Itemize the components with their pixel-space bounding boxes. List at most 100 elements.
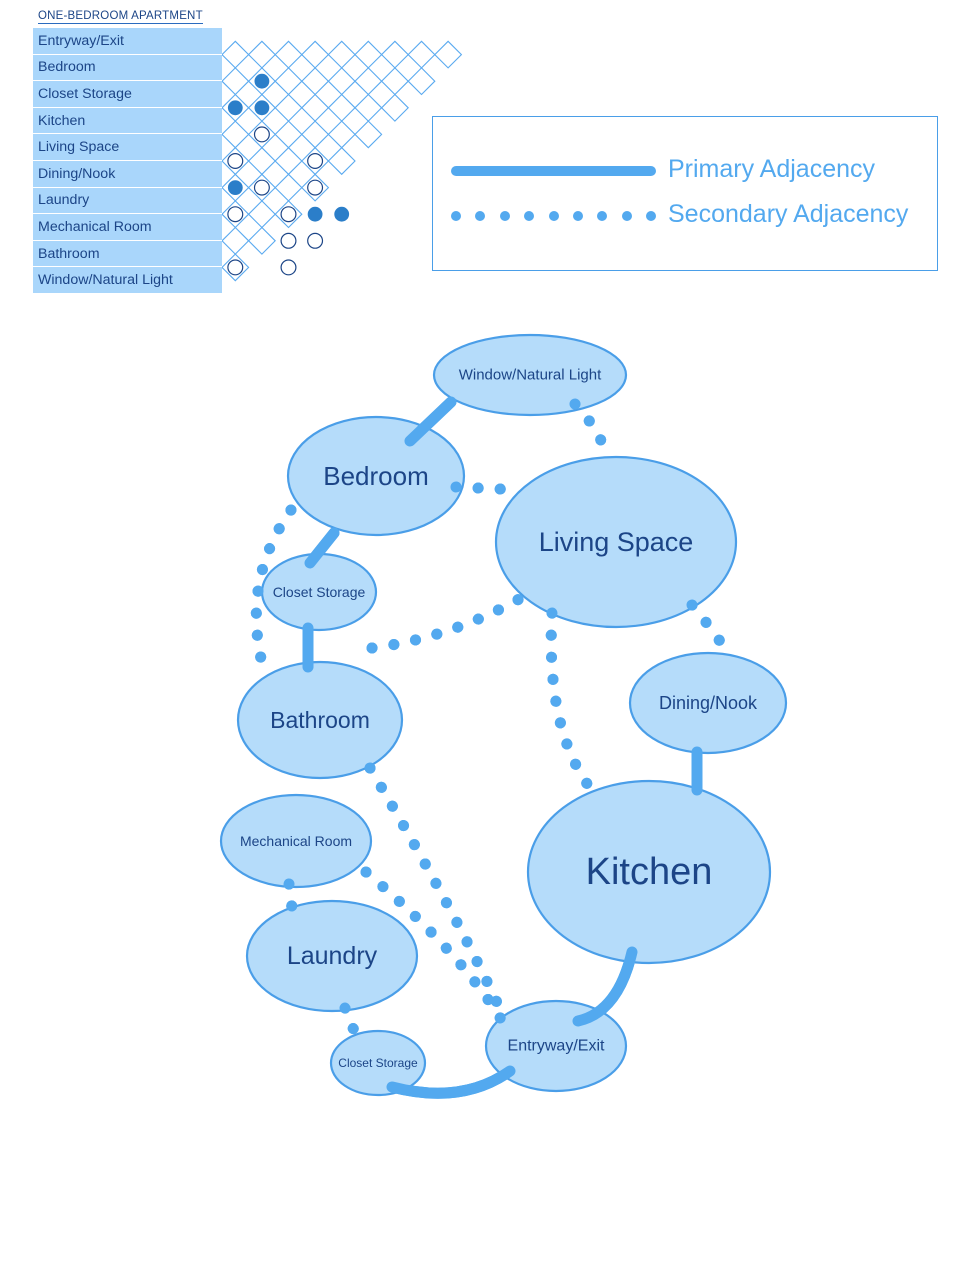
bubble-window[interactable]: Window/Natural Light xyxy=(432,333,628,417)
matrix-dot-open[interactable] xyxy=(280,259,297,276)
bubble-bedroom[interactable]: Bedroom xyxy=(286,415,466,537)
matrix-row-1[interactable]: Bedroom xyxy=(33,54,222,82)
link-overlay-primary-bedroom-closet1 xyxy=(304,527,340,569)
matrix-row-label: Kitchen xyxy=(38,112,86,129)
bubble-shape xyxy=(526,779,772,965)
link-overlay-secondary-living-dining xyxy=(686,599,736,663)
matrix-row-3[interactable]: Kitchen xyxy=(33,107,222,135)
bubble-kitchen[interactable]: Kitchen xyxy=(526,779,772,965)
matrix-row-label: Laundry xyxy=(38,192,90,209)
matrix-cell-4-4[interactable] xyxy=(327,146,356,176)
link-overlay-secondary-mech-laundry xyxy=(283,878,299,922)
link-overlay-secondary-laundry-closet2 xyxy=(339,1002,363,1044)
matrix-row-label: Closet Storage xyxy=(38,85,132,102)
link-overlay-primary-bedroom-window xyxy=(404,396,457,447)
legend-dot xyxy=(572,210,583,221)
legend-item-secondary: Secondary Adjacency xyxy=(451,200,908,229)
matrix-dot-open[interactable] xyxy=(253,179,270,196)
bubble-mech[interactable]: Mechanical Room xyxy=(219,793,373,889)
matrix-cell-3-5[interactable] xyxy=(354,120,383,149)
link-secondary-window-living[interactable] xyxy=(569,398,614,465)
matrix-dot-open[interactable] xyxy=(280,232,297,249)
legend-dot xyxy=(451,210,461,221)
bubble-closet2[interactable]: Closet Storage xyxy=(329,1029,427,1097)
link-secondary-bedroom-living[interactable] xyxy=(450,481,527,496)
legend-dot xyxy=(499,210,510,221)
link-secondary-living-dining[interactable] xyxy=(686,599,736,663)
legend: Primary Adjacency Secondary Adjacency xyxy=(432,116,938,271)
bubble-label: Dining/Nook xyxy=(659,693,758,713)
matrix-row-label: Window/Natural Light xyxy=(38,272,173,289)
matrix-row-0[interactable]: Entryway/Exit xyxy=(33,28,222,55)
link-overlay-secondary-closet1-living xyxy=(366,592,527,654)
legend-dot xyxy=(597,210,608,221)
bubble-label: Bathroom xyxy=(270,707,370,733)
bubble-label: Kitchen xyxy=(586,851,713,893)
matrix-dot-open[interactable] xyxy=(307,179,324,196)
legend-dot xyxy=(524,210,535,221)
matrix-cell-1-7[interactable] xyxy=(407,67,436,96)
legend-dot xyxy=(475,210,486,221)
link-overlay-secondary-window-living xyxy=(569,398,614,465)
bubble-laundry[interactable]: Laundry xyxy=(245,899,419,1013)
link-overlay-secondary-living-kitchen xyxy=(545,607,606,806)
matrix-dot-open[interactable] xyxy=(253,126,270,143)
bubble-shape xyxy=(432,333,628,417)
bubble-bathroom[interactable]: Bathroom xyxy=(236,660,404,780)
link-overlay-secondary-bedroom-living xyxy=(450,481,527,496)
bubble-label: Mechanical Room xyxy=(240,833,352,849)
matrix-dot-open[interactable] xyxy=(227,206,244,223)
bubble-closet1[interactable]: Closet Storage xyxy=(260,552,378,632)
matrix-cell-7-1[interactable] xyxy=(247,226,276,255)
matrix-row-9[interactable]: Window/Natural Light xyxy=(33,267,222,294)
matrix-dot-open[interactable] xyxy=(227,259,244,276)
bubble-entry[interactable]: Entryway/Exit xyxy=(484,999,628,1093)
matrix-row-7[interactable]: Mechanical Room xyxy=(33,214,222,241)
matrix-cell-2-6[interactable] xyxy=(380,93,409,122)
matrix-dot-filled[interactable] xyxy=(254,73,270,89)
matrix-row-2[interactable]: Closet Storage xyxy=(33,81,222,108)
bubble-shape xyxy=(219,793,373,889)
bubble-shape xyxy=(494,455,738,629)
link-secondary-living-kitchen[interactable] xyxy=(545,607,606,806)
legend-dot xyxy=(548,210,559,221)
bubble-living[interactable]: Living Space xyxy=(494,455,738,629)
matrix-dot-open[interactable] xyxy=(307,153,324,170)
legend-label-primary: Primary Adjacency xyxy=(668,155,876,183)
matrix-row-label: Bathroom xyxy=(38,245,100,262)
matrix-cell-0-8[interactable] xyxy=(434,40,463,69)
matrix-row-label: Bedroom xyxy=(38,59,96,76)
matrix-row-label: Dining/Nook xyxy=(38,165,116,182)
matrix-row-6[interactable]: Laundry xyxy=(33,187,222,215)
link-overlay-primary-kitchen-entry xyxy=(572,946,638,1027)
matrix-dot-open[interactable] xyxy=(280,206,297,223)
primary-line-sample xyxy=(451,158,656,182)
bubble-label: Closet Storage xyxy=(273,584,366,600)
matrix-dot-open[interactable] xyxy=(307,232,324,249)
matrix-row-label: Living Space xyxy=(38,139,120,156)
bubble-shape xyxy=(286,415,466,537)
bubble-dining[interactable]: Dining/Nook xyxy=(628,651,788,755)
link-overlay-secondary-mech-entry xyxy=(360,866,516,1041)
matrix-dot-filled[interactable] xyxy=(334,206,350,222)
link-overlay-primary-closet2-entry xyxy=(386,1065,516,1099)
matrix-row-label: Entryway/Exit xyxy=(38,32,124,49)
matrix-row-8[interactable]: Bathroom xyxy=(33,240,222,268)
matrix-row-4[interactable]: Living Space xyxy=(33,134,222,161)
matrix-dot-filled[interactable] xyxy=(227,180,243,196)
matrix-dot-filled[interactable] xyxy=(307,206,323,222)
legend-item-primary: Primary Adjacency xyxy=(451,155,875,184)
bubble-shape xyxy=(329,1029,427,1097)
matrix-grid xyxy=(221,40,463,282)
bubble-label: Closet Storage xyxy=(338,1056,418,1070)
matrix-dot-filled[interactable] xyxy=(227,100,243,116)
bubble-label: Laundry xyxy=(287,942,378,970)
matrix-dot-filled[interactable] xyxy=(254,100,270,116)
matrix-dot-open[interactable] xyxy=(227,153,244,170)
dotted-line-icon xyxy=(451,203,656,227)
matrix-row-5[interactable]: Dining/Nook xyxy=(33,160,222,188)
